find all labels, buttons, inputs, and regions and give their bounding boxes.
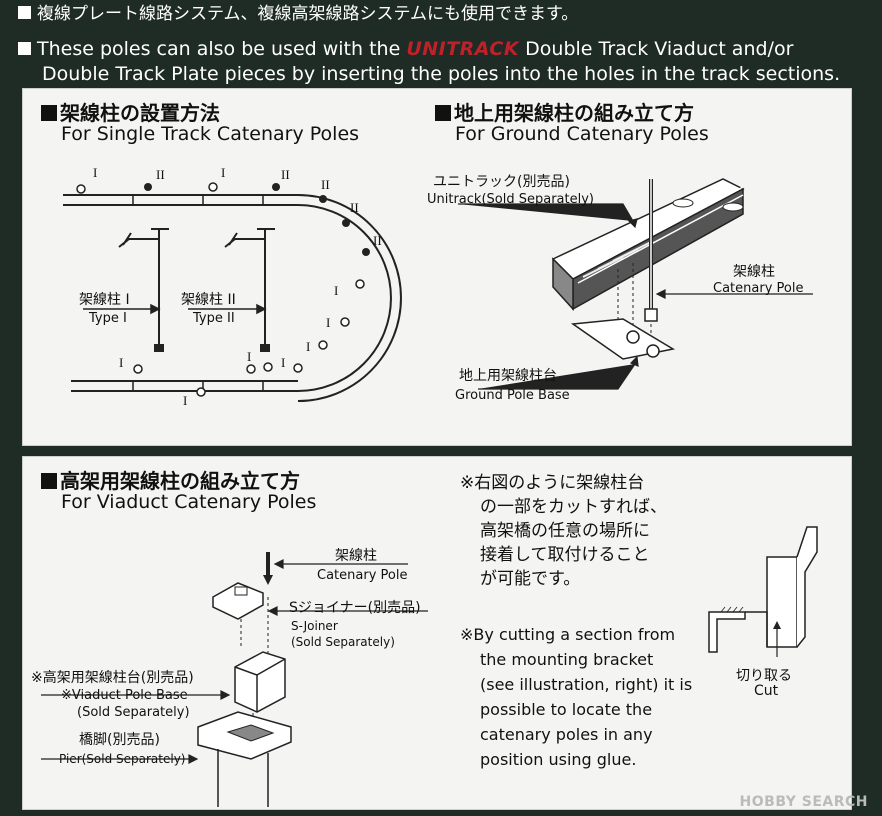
note-jp: ※右図のように架線柱台 の一部をカットすれば、 高架橋の任意の場所に 接着して取… — [460, 471, 667, 591]
type2-label-en: Type II — [193, 311, 235, 326]
ground-base-label-jp: 地上用架線柱台 — [459, 368, 557, 384]
viaduct-base-label-en2: (Sold Separately) — [77, 705, 190, 720]
mark-1: I — [326, 315, 330, 330]
type1-label-jp: 架線柱 I — [79, 292, 130, 308]
top-panel: 架線柱の設置方法 For Single Track Catenary Poles — [22, 88, 852, 446]
ground-title-en: For Ground Catenary Poles — [455, 123, 709, 145]
note-jp-line: ※右図のように架線柱台 — [460, 473, 645, 493]
viaduct-pole-diagram — [41, 552, 428, 807]
note-en: ※By cutting a section from the mounting … — [460, 622, 692, 772]
header-line-en-2: Double Track Plate pieces by inserting t… — [42, 63, 841, 85]
viaduct-base-label-jp: ※高架用架線柱台(別売品) — [31, 670, 194, 686]
watermark: HOBBY SEARCH — [739, 794, 868, 810]
single-title-en: For Single Track Catenary Poles — [61, 123, 360, 145]
mark-1: I — [183, 393, 187, 408]
mark-1: I — [93, 165, 97, 180]
unitrack-label-en: Unitrack(Sold Separately) — [427, 192, 594, 207]
note-en-line: possible to locate the — [480, 700, 653, 719]
viaduct-base-label-en1: ※Viaduct Pole Base — [61, 688, 188, 703]
bullet-square-icon — [435, 105, 451, 121]
ground-base-label-en: Ground Pole Base — [455, 388, 570, 403]
bullet-square-icon — [18, 42, 31, 55]
mark-2: II — [350, 200, 359, 215]
note-en-line: (see illustration, right) it is — [480, 675, 693, 694]
bullet-square-icon — [41, 105, 57, 121]
pier-label-jp: 橋脚(別売品) — [79, 732, 160, 748]
bullet-square-icon — [18, 6, 31, 19]
bottom-panel: 高架用架線柱の組み立て方 For Viaduct Catenary Poles … — [22, 456, 852, 810]
note-jp-line: 接着して取付けること — [480, 545, 650, 565]
bullet-square-icon — [41, 473, 57, 489]
single-track-layout-diagram: I II I II II II II I I I I I I I — [63, 165, 402, 408]
mark-1: I — [119, 355, 123, 370]
note-en-line: catenary poles in any — [480, 725, 653, 744]
header-line-jp: 複線プレート線路システム、複線高架線路システムにも使用できます。 — [18, 2, 578, 26]
cut-label-en: Cut — [754, 683, 779, 699]
ground-pole-label-jp: 架線柱 — [733, 264, 775, 280]
mark-1: I — [247, 349, 251, 364]
note-en-line: position using glue. — [480, 750, 637, 769]
mark-2: II — [156, 167, 165, 182]
note-en-line: ※By cutting a section from — [460, 625, 676, 644]
viaduct-title-en: For Viaduct Catenary Poles — [61, 491, 317, 513]
mark-1: I — [281, 355, 285, 370]
cut-bracket-diagram — [708, 526, 818, 657]
single-title-jp: 架線柱の設置方法 — [41, 97, 220, 126]
unitrack-logo: UNITRACK — [406, 38, 520, 60]
type2-label-jp: 架線柱 II — [181, 292, 236, 308]
ground-title-jp: 地上用架線柱の組み立て方 — [435, 97, 694, 126]
mark-2: II — [281, 167, 290, 182]
ground-pole-label-en: Catenary Pole — [713, 281, 804, 296]
mark-1: I — [221, 165, 225, 180]
viaduct-pole-label-en: Catenary Pole — [317, 568, 408, 583]
cut-label-jp: 切り取る — [736, 668, 792, 684]
header-line-en-1: These poles can also be used with the UN… — [18, 37, 793, 61]
mark-1: I — [306, 339, 310, 354]
unitrack-label-jp: ユニトラック(別売品) — [433, 174, 570, 190]
sjoiner-label-jp: Sジョイナー(別売品) — [289, 600, 421, 616]
sjoiner-label-en1: S-Joiner — [291, 619, 338, 633]
mark-1: I — [334, 283, 338, 298]
note-jp-line: の一部をカットすれば、 — [480, 497, 667, 517]
note-jp-line: が可能です。 — [480, 569, 581, 589]
type1-label-en: Type I — [89, 311, 127, 326]
note-en-line: the mounting bracket — [480, 650, 654, 669]
sjoiner-label-en2: (Sold Separately) — [291, 635, 395, 649]
pier-label-en: Pier(Sold Separately) — [59, 752, 186, 766]
note-jp-line: 高架橋の任意の場所に — [480, 521, 650, 541]
mark-2: II — [373, 233, 382, 248]
mark-2: II — [321, 177, 330, 192]
viaduct-pole-label-jp: 架線柱 — [335, 548, 377, 564]
ground-pole-diagram — [458, 178, 813, 390]
viaduct-title-jp: 高架用架線柱の組み立て方 — [41, 465, 300, 494]
